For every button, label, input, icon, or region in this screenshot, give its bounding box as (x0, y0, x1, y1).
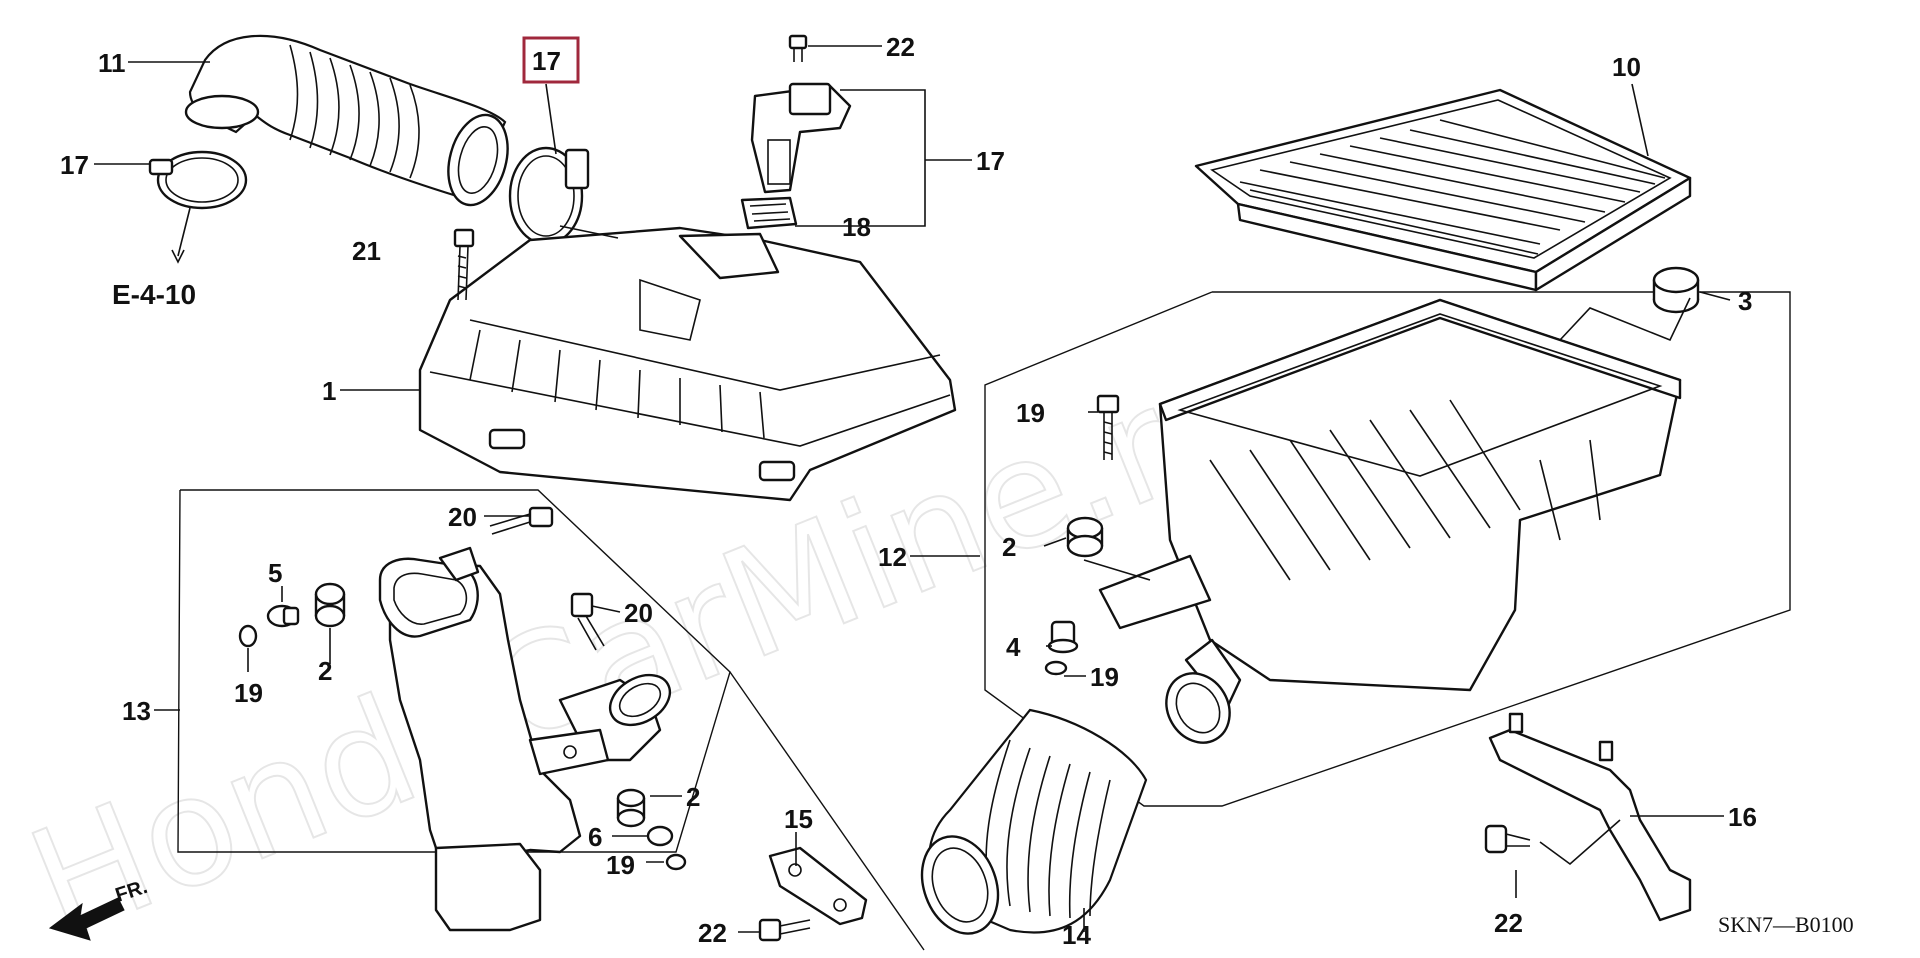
label-17: 19 (1090, 662, 1119, 692)
label-10: 14 (1062, 920, 1091, 950)
label-15: 17 (976, 146, 1005, 176)
grommet-2-right (1066, 516, 1104, 558)
collar-4 (1047, 620, 1079, 654)
label-2-right: 2 (1002, 532, 1016, 562)
gasket-16 (740, 196, 798, 230)
label-18: 19 (1016, 398, 1045, 428)
collar-5-center (646, 825, 674, 847)
label-19: 20 (624, 598, 653, 628)
airflow-sensor-15 (750, 82, 852, 194)
front-direction-arrow (48, 897, 125, 941)
bolt-20 (453, 228, 475, 301)
collar-5-left (266, 604, 300, 628)
label-13: 17 (532, 46, 561, 76)
label-2-left: 2 (318, 656, 332, 686)
intake-duct-10 (920, 708, 1148, 935)
label-2-center: 2 (686, 782, 700, 812)
clamp-13 (508, 146, 590, 246)
diagram-code: SKN7—B0100 (1718, 912, 1854, 937)
washer-17-center (665, 853, 687, 871)
air-filter-6 (1194, 88, 1692, 292)
highlight-box-13 (522, 36, 580, 84)
intake-duct-7 (184, 34, 509, 207)
washer-17-left (238, 624, 258, 648)
label-5-center: 6 (588, 822, 602, 852)
washer-17-right (1044, 660, 1068, 676)
screw-21 (788, 34, 808, 62)
label-5-left: 5 (268, 558, 282, 588)
bolt-22-right (1484, 824, 1531, 854)
grommet-2-left (314, 582, 346, 628)
grommet-2-center (616, 788, 646, 828)
label-19-top: 20 (448, 502, 477, 532)
group-outline-resonator (177, 489, 731, 853)
bolt-19-mid (570, 592, 605, 651)
bolt-19-top (489, 506, 554, 535)
label-17-left-text: 19 (234, 678, 263, 708)
label-12: 16 (1728, 802, 1757, 832)
label-17-center: 19 (606, 850, 635, 880)
label-8: 12 (878, 542, 907, 572)
group-outline-air-box (984, 291, 1791, 807)
bolt-18 (1096, 394, 1120, 460)
label-14: 17 (60, 150, 89, 180)
grommet-3 (1652, 266, 1700, 314)
clamp-14 (148, 150, 248, 210)
label-22-left-text: 22 (698, 918, 727, 948)
ref-e-4-10: E-4-10 (112, 279, 196, 310)
label-16: 18 (842, 212, 871, 242)
label-7: 11 (98, 48, 126, 78)
bracket-12 (1488, 712, 1692, 922)
label-9: 13 (122, 696, 151, 726)
label-11: 15 (784, 804, 813, 834)
label-4: 4 (1006, 632, 1021, 662)
air-cleaner-cover-1 (418, 226, 957, 502)
bolt-22-left (758, 918, 811, 942)
label-22-right: 22 (1494, 908, 1523, 938)
label-20: 21 (352, 236, 381, 266)
label-21: 22 (886, 32, 915, 62)
label-3: 3 (1738, 286, 1752, 316)
group-line-9 (729, 671, 925, 951)
leader-lines (94, 45, 1731, 933)
bracket-11 (768, 846, 868, 926)
label-1: 1 (322, 376, 336, 406)
air-cleaner-case-8 (1098, 298, 1682, 744)
resonator-9 (378, 546, 672, 932)
label-6: 10 (1612, 52, 1641, 82)
